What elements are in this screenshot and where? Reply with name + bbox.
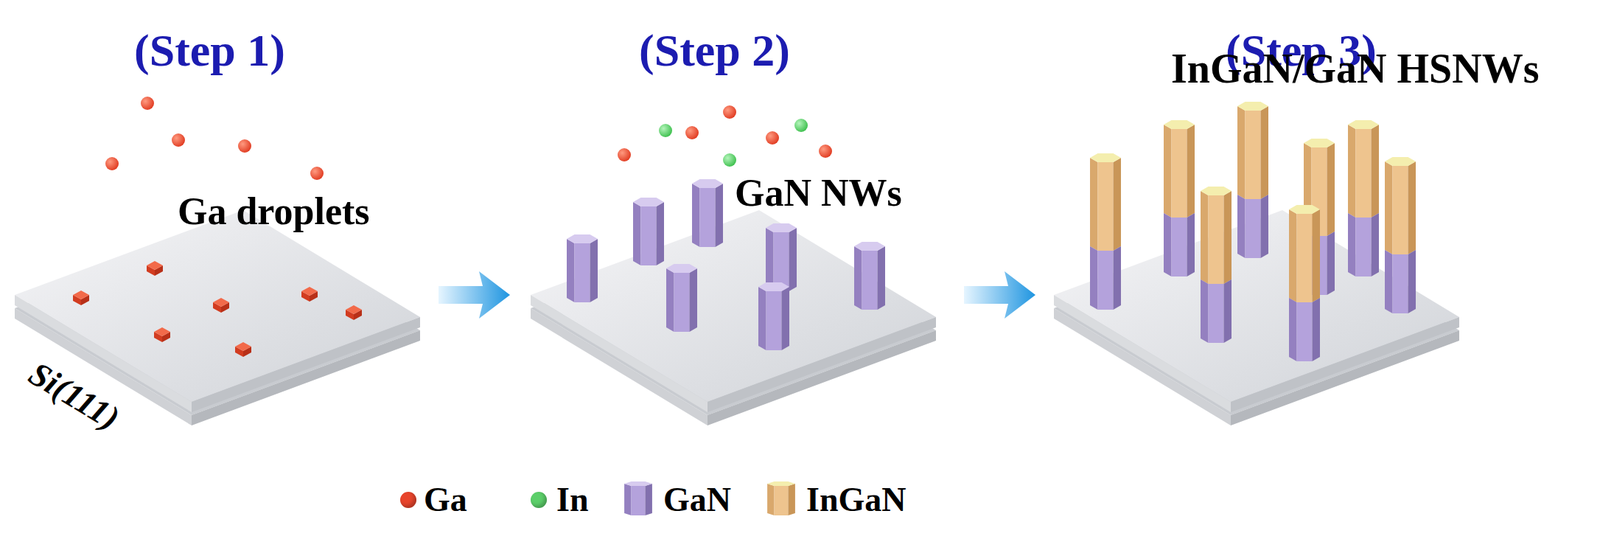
stage-label: GaN NWs <box>734 170 903 216</box>
ga-atoms <box>105 96 324 180</box>
legend-gan-icon <box>624 481 653 516</box>
legend-text: GaN <box>663 480 732 520</box>
ingan-gan-nanowires <box>1090 101 1416 362</box>
ga-in-atoms <box>617 105 833 167</box>
step-arrow <box>963 271 1036 319</box>
legend-text: In <box>556 480 589 520</box>
stage-label: InGaN/GaN HSNWs <box>1171 44 1539 93</box>
legend-text: Ga <box>423 480 468 520</box>
legend-ingan-icon <box>767 481 796 516</box>
stage-label: Ga droplets <box>177 189 370 234</box>
si-substrate <box>530 210 936 426</box>
legend-swatch <box>400 491 417 508</box>
legend-text: InGaN <box>806 480 906 520</box>
legend-swatch <box>530 491 547 508</box>
step-heading: (Step 1) <box>134 24 286 77</box>
step-arrow <box>438 271 510 319</box>
ga-droplets <box>72 260 362 357</box>
step-heading: (Step 2) <box>638 24 791 77</box>
